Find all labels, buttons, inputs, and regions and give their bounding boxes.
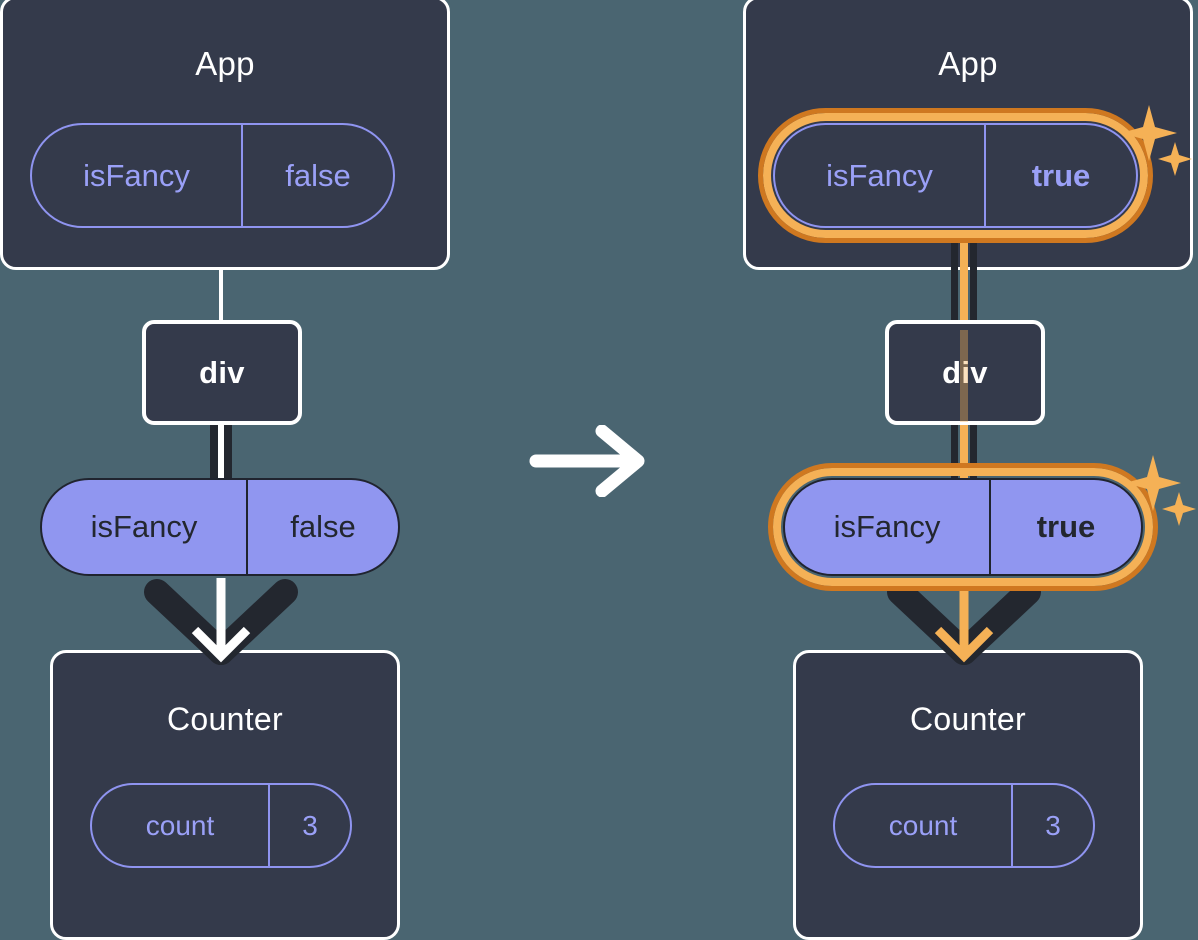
- panel-before: App isFancy false div isFancy false: [0, 0, 450, 940]
- app-state-key: isFancy: [32, 125, 243, 226]
- counter-state-key: count: [92, 785, 270, 866]
- connector-rail-left: [951, 420, 958, 490]
- counter-state-value: 3: [1045, 809, 1061, 841]
- connector-app-to-div: [219, 268, 223, 326]
- arrow-down-icon: [135, 548, 307, 670]
- app-state-value: true: [1031, 157, 1091, 193]
- counter-state-pill: count 3: [833, 783, 1095, 868]
- app-state-pill: isFancy true: [773, 123, 1138, 228]
- div-element-box: div: [142, 320, 302, 425]
- prop-pill: isFancy false: [40, 478, 400, 576]
- counter-title: Counter: [167, 701, 283, 737]
- app-state-key: isFancy: [775, 125, 986, 226]
- panel-after: App isFancy true div isFancy true: [733, 0, 1196, 940]
- connector-rail-right: [970, 238, 977, 330]
- prop-key: isFancy: [42, 480, 248, 574]
- highlight-line-through-div: [960, 330, 968, 422]
- prop-pill: isFancy true: [783, 478, 1143, 576]
- app-title: App: [195, 45, 255, 82]
- counter-state-key: count: [835, 785, 1013, 866]
- prop-value: true: [1036, 509, 1096, 544]
- connector-core: [218, 420, 224, 490]
- connector-div-to-prop: [206, 420, 236, 490]
- div-title: div: [199, 354, 245, 390]
- highlight-line-div-to-prop: [960, 420, 968, 490]
- div-title: div: [942, 354, 988, 390]
- prop-key: isFancy: [785, 480, 991, 574]
- app-title: App: [938, 45, 998, 82]
- arrow-right-icon: [528, 424, 652, 498]
- highlight-line-app-to-div: [960, 230, 968, 330]
- div-element-box: div: [885, 320, 1045, 425]
- app-state-value: false: [285, 157, 351, 193]
- app-state-pill: isFancy false: [30, 123, 395, 228]
- arrow-down-icon: [878, 548, 1050, 670]
- counter-title: Counter: [910, 701, 1026, 737]
- connector-rail-right: [970, 420, 977, 490]
- prop-value: false: [290, 509, 356, 544]
- connector-rail-left: [951, 238, 958, 330]
- counter-state-pill: count 3: [90, 783, 352, 868]
- counter-state-value: 3: [302, 809, 318, 841]
